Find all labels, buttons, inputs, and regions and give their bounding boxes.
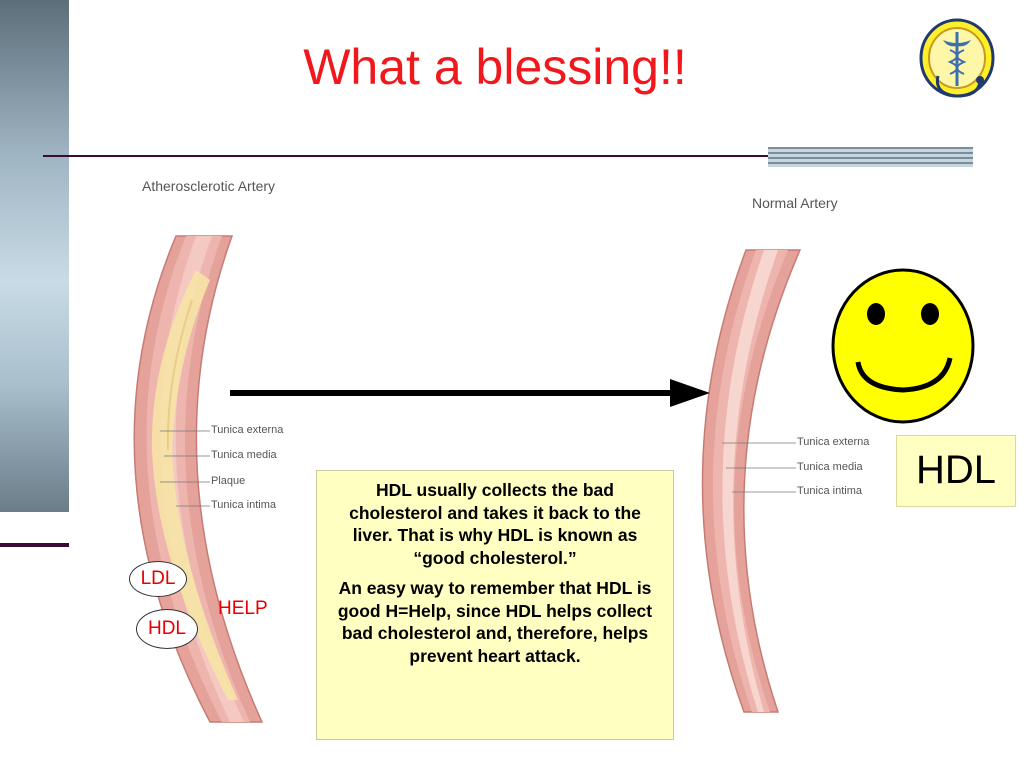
- side-accent-line: [0, 543, 69, 547]
- left-layer-tunica-media: Tunica media: [211, 449, 277, 461]
- note-paragraph-1: HDL usually collects the bad cholesterol…: [349, 480, 641, 568]
- normal-artery-label: Normal Artery: [752, 195, 838, 211]
- right-arrow-icon: [230, 379, 710, 407]
- note-paragraph-2: An easy way to remember that HDL is good…: [337, 578, 653, 666]
- left-layer-plaque: Plaque: [211, 475, 246, 487]
- right-layer-tunica-externa: Tunica externa: [797, 436, 870, 448]
- left-layer-tunica-externa: Tunica externa: [211, 424, 284, 436]
- caduceus-logo-icon: [919, 18, 995, 98]
- left-layer-tunica-intima: Tunica intima: [211, 499, 277, 511]
- hdl-explanation-note: HDL usually collects the bad cholesterol…: [316, 470, 674, 740]
- hdl-badge: HDL: [136, 609, 198, 649]
- divider-stripes: [768, 147, 973, 167]
- title-divider: [43, 155, 933, 157]
- hdl-big-label: HDL: [896, 435, 1016, 507]
- atherosclerotic-artery-shape: [133, 235, 264, 723]
- side-accent-bar: [0, 0, 69, 512]
- right-layer-tunica-intima: Tunica intima: [797, 485, 863, 497]
- atherosclerotic-artery-label: Atherosclerotic Artery: [142, 178, 276, 194]
- ldl-badge: LDL: [129, 561, 187, 597]
- right-layer-tunica-media: Tunica media: [797, 461, 863, 473]
- smiley-face-icon: [831, 268, 975, 424]
- help-label: HELP: [218, 598, 268, 619]
- slide-title: What a blessing!!: [303, 39, 687, 95]
- normal-artery-shape: [701, 249, 802, 713]
